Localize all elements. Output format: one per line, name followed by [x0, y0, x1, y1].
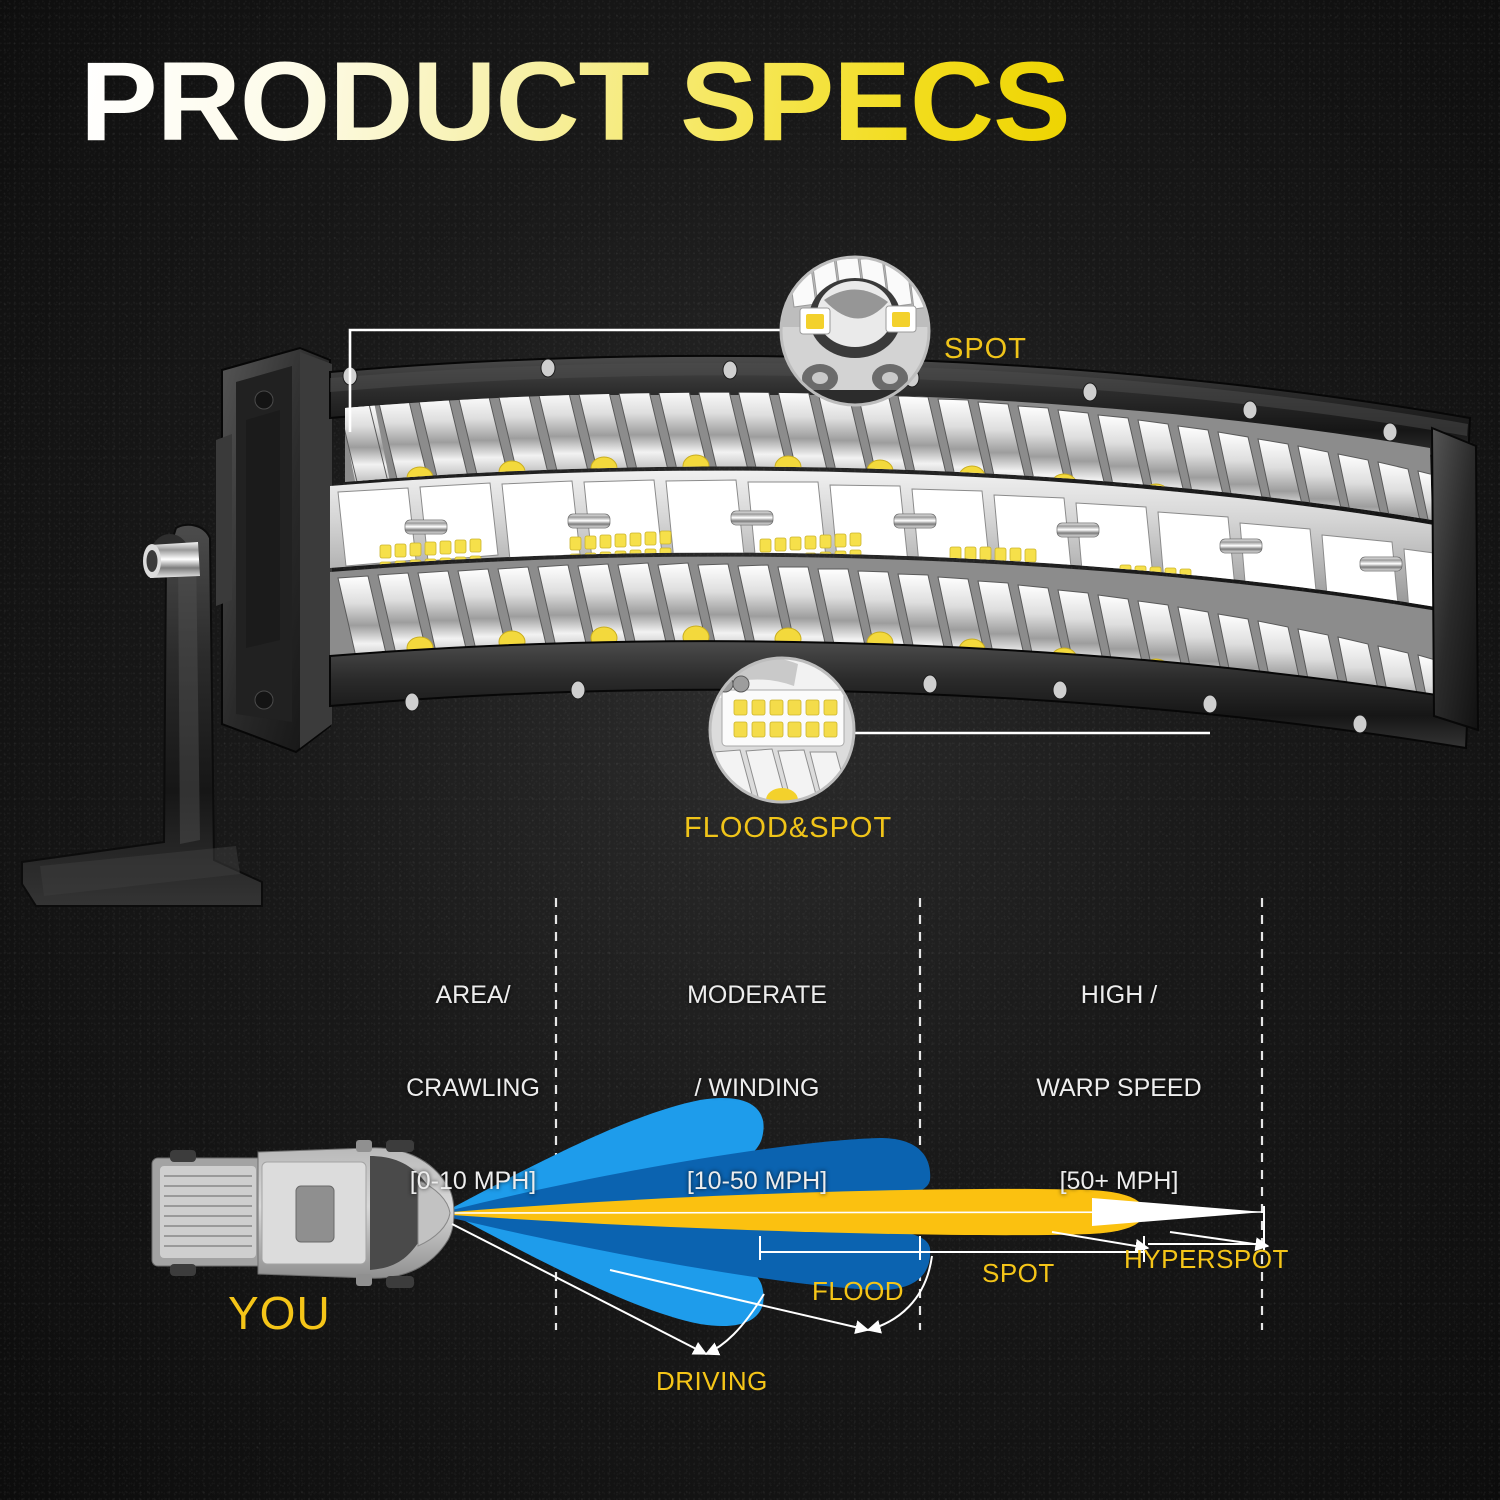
- zone-line: CRAWLING: [406, 1074, 540, 1102]
- zone-label-moderate-winding: MODERATE / WINDING [10-50 MPH]: [654, 918, 860, 1228]
- beam-label-hyperspot: HYPERSPOT: [1124, 1244, 1289, 1274]
- beam-label-driving: DRIVING: [656, 1366, 768, 1396]
- vehicle-label-you: YOU: [228, 1287, 331, 1339]
- zone-line: [0-10 MPH]: [409, 1167, 537, 1195]
- zone-line: [50+ MPH]: [1059, 1167, 1179, 1195]
- page-title: PRODUCT SPECS: [80, 39, 1071, 164]
- zone-line: WARP SPEED: [1036, 1074, 1202, 1102]
- zone-label-high-warp-speed: HIGH / WARP SPEED [50+ MPH]: [1010, 918, 1228, 1228]
- zone-label-area-crawling: AREA/ CRAWLING [0-10 MPH]: [388, 918, 558, 1228]
- zone-line: AREA/: [435, 981, 511, 1009]
- beam-label-flood: FLOOD: [812, 1276, 905, 1306]
- callout-label-flood-spot: FLOOD&SPOT: [684, 812, 893, 844]
- zone-line: / WINDING: [694, 1074, 820, 1102]
- zone-line: HIGH /: [1080, 981, 1158, 1009]
- beam-label-spot: SPOT: [982, 1258, 1055, 1288]
- zone-line: MODERATE: [687, 981, 827, 1009]
- zone-line: [10-50 MPH]: [686, 1167, 828, 1195]
- callout-label-spot: SPOT: [944, 333, 1027, 365]
